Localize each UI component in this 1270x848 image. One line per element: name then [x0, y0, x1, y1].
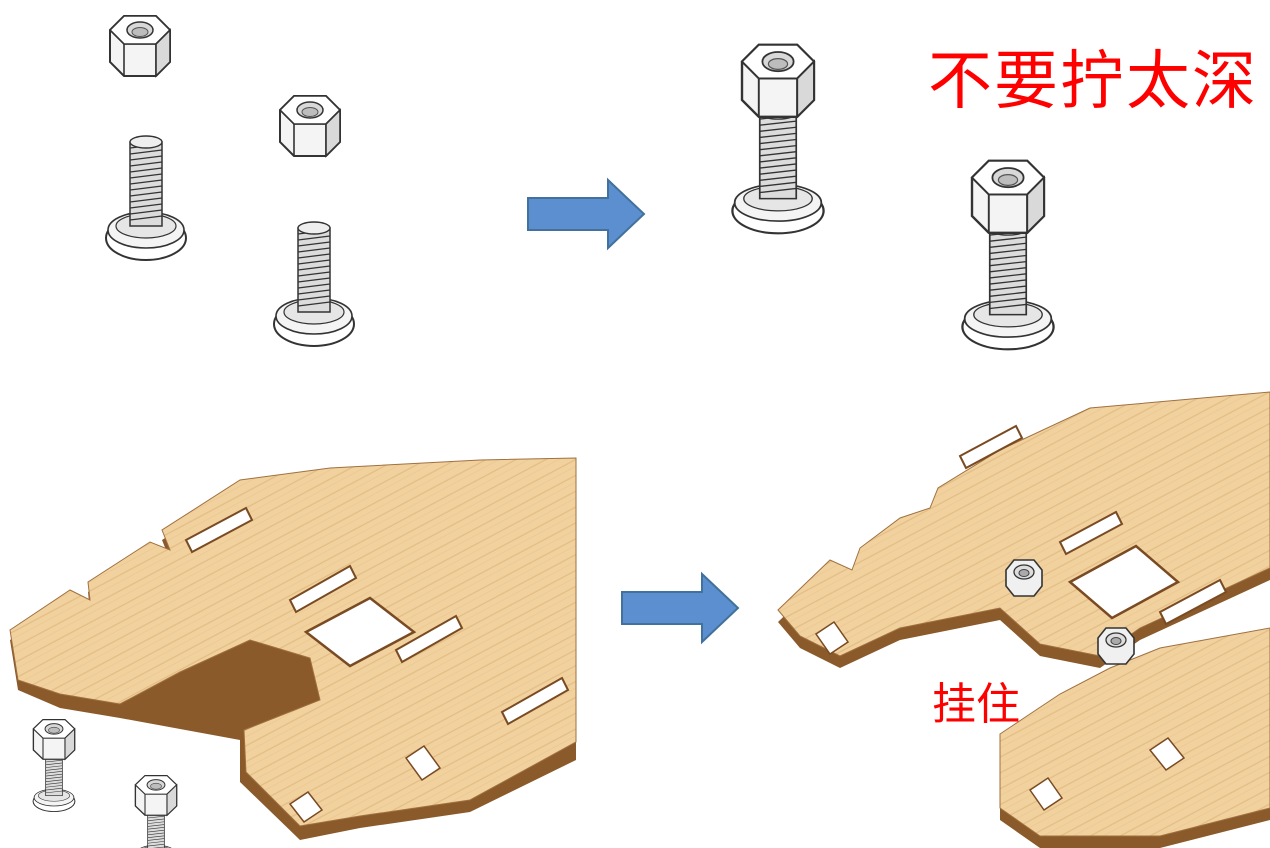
hex-nut-icon	[970, 159, 1046, 235]
screw-icon	[105, 135, 187, 261]
wood-panel-right	[777, 391, 1270, 848]
bolt-icon	[135, 776, 177, 848]
hex-nut-icon	[109, 15, 171, 77]
hex-nut-icon	[1005, 559, 1043, 597]
hex-nut-icon	[1097, 627, 1135, 665]
right-arrow-icon	[621, 573, 739, 643]
caption-dont-screw-too-deep: 不要拧太深	[928, 45, 1258, 119]
caption-hook-on: 挂住	[932, 679, 1020, 730]
screw-icon	[731, 105, 825, 235]
hex-nut-icon	[740, 43, 816, 118]
wood-panel-left	[9, 457, 577, 840]
loose-bolts-group	[33, 720, 177, 848]
screw-icon	[961, 221, 1055, 351]
screw-icon	[273, 221, 355, 347]
hex-nut-icon	[279, 95, 341, 157]
bolt-icon	[33, 720, 75, 812]
loose-parts-group	[105, 15, 355, 347]
right-arrow-icon	[527, 179, 645, 249]
